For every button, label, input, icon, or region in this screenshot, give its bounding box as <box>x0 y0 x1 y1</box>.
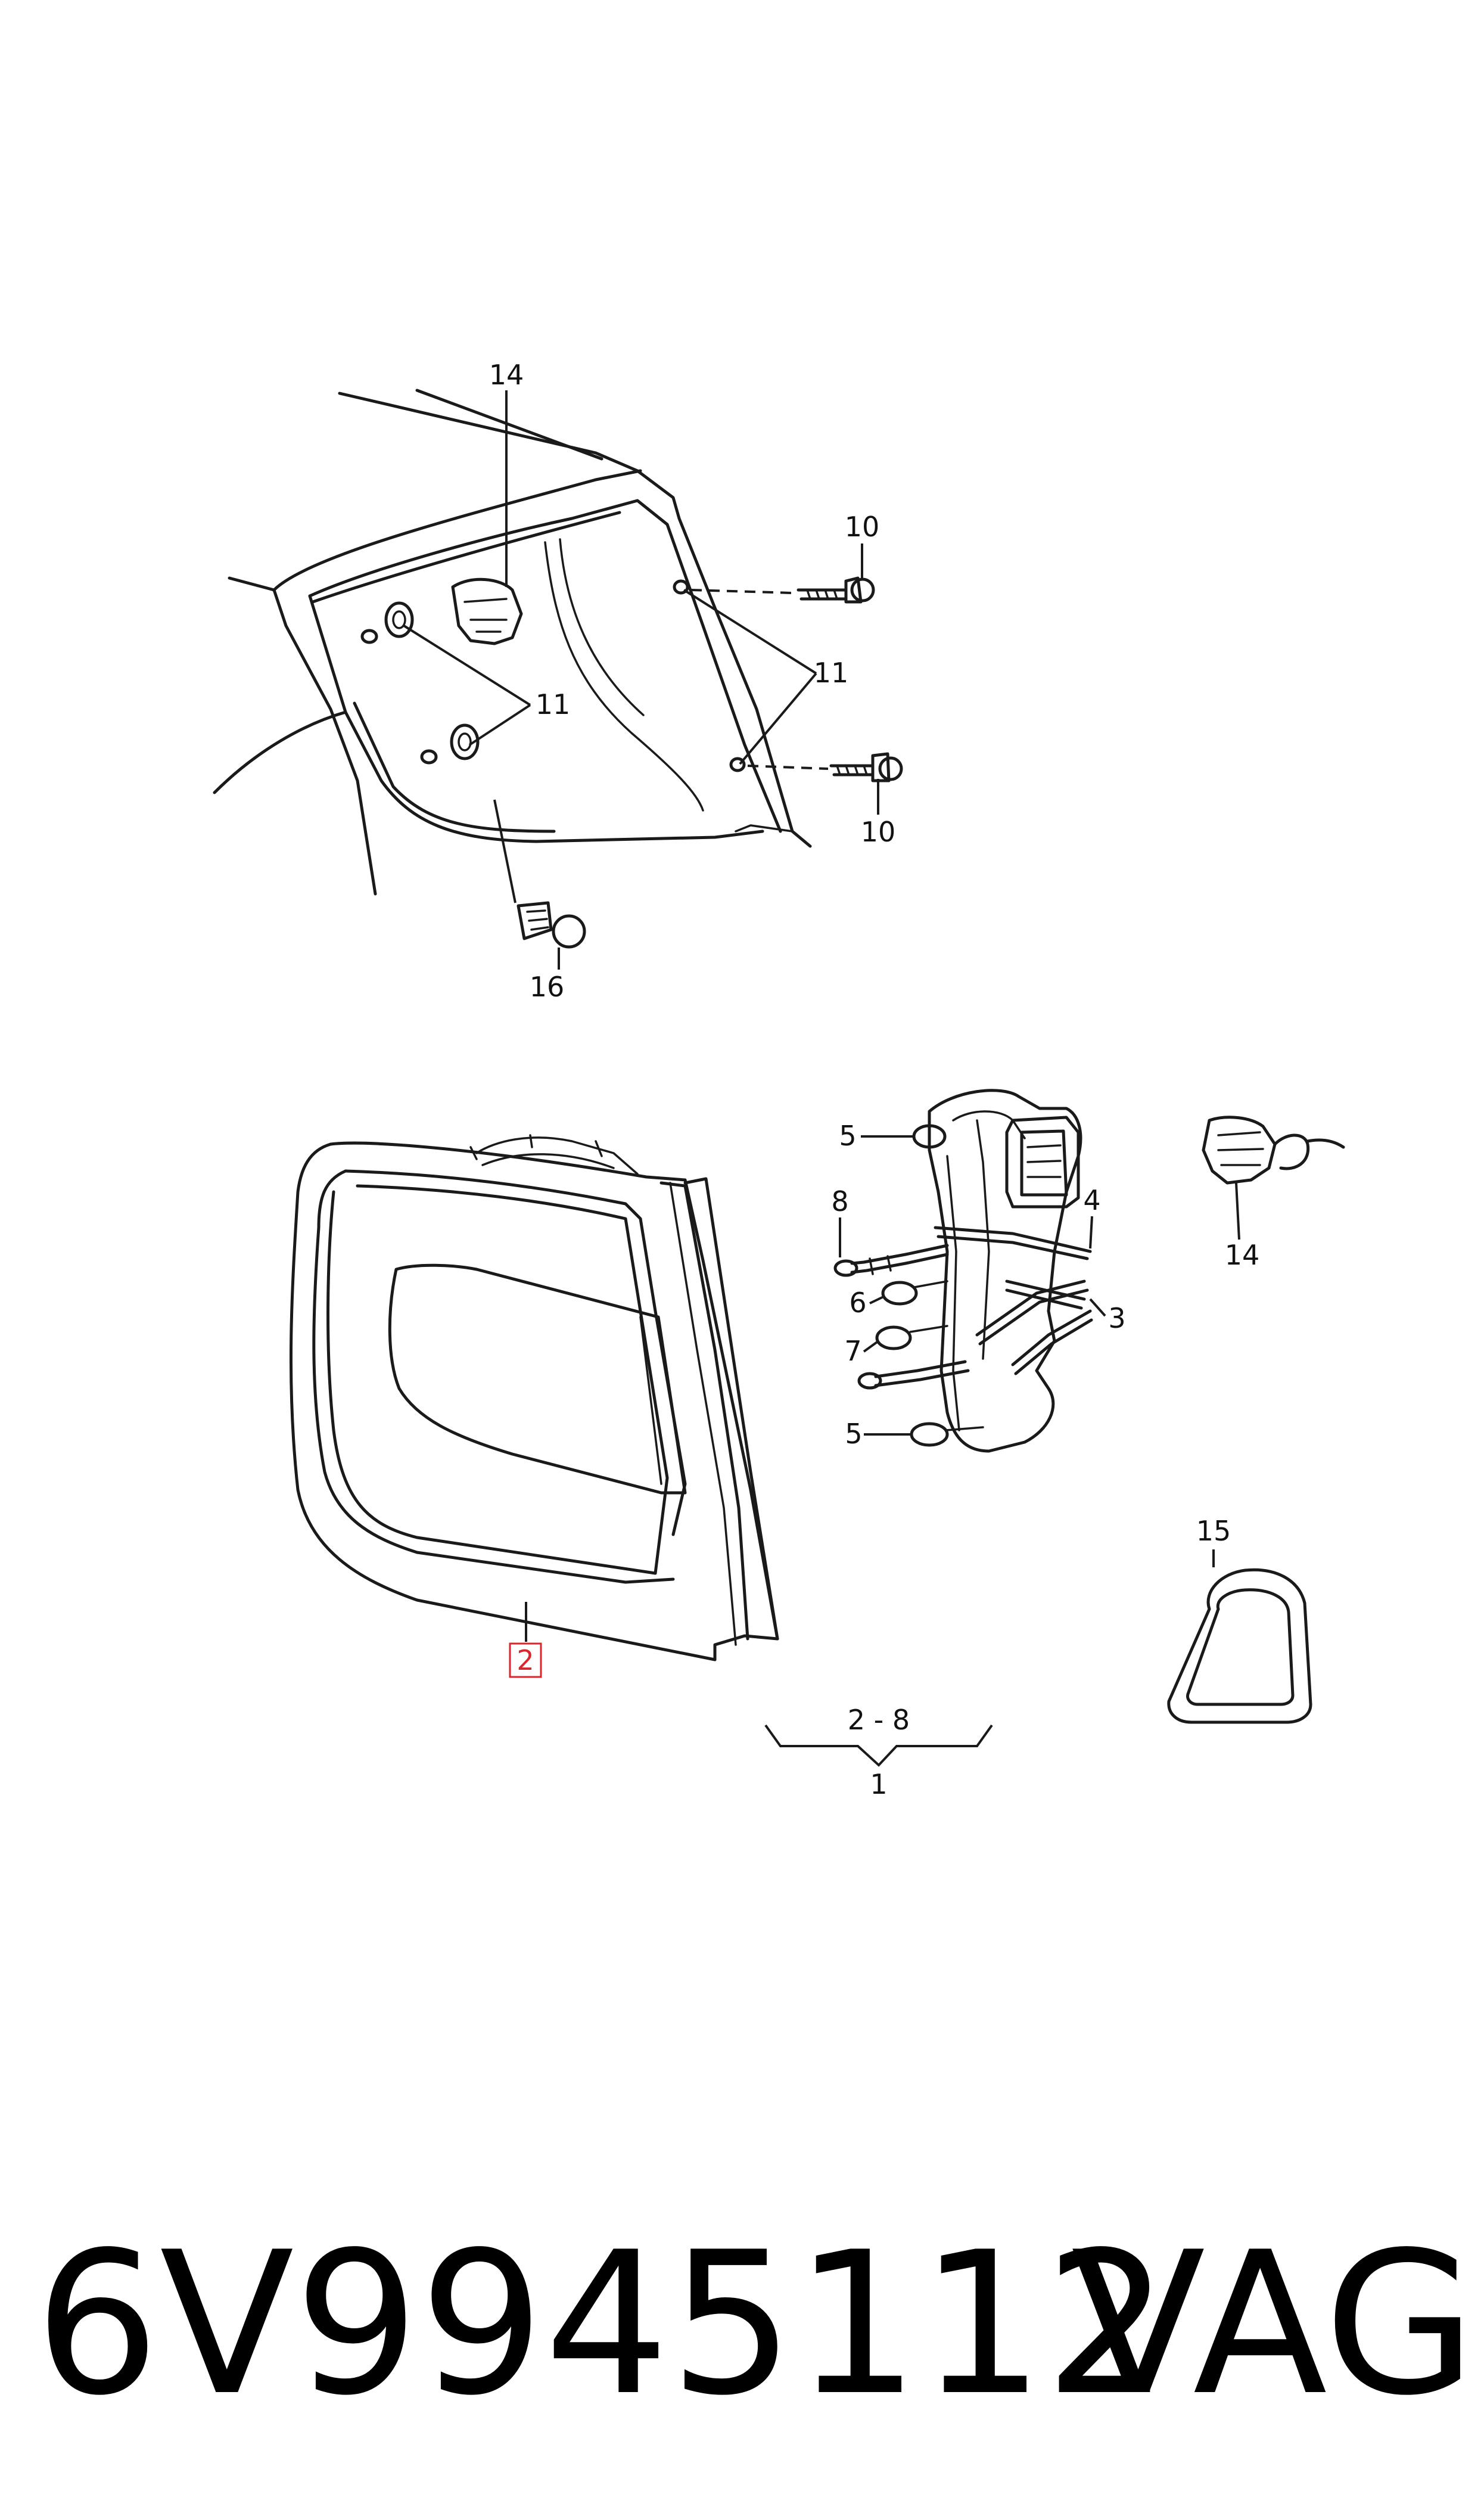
callout-10-top: 10 <box>845 511 880 543</box>
callout-8: 8 <box>831 1185 848 1217</box>
highlight-box <box>509 1642 542 1678</box>
callout-range-2-8: 2 - 8 <box>848 1704 910 1736</box>
callout-10-bottom: 10 <box>861 816 896 848</box>
callout-labels: 14 10 11 11 10 16 5 8 4 14 6 3 7 5 15 2 … <box>489 359 1260 1800</box>
callout-2: 2 <box>517 1644 534 1676</box>
callout-11-right: 11 <box>814 657 849 689</box>
brand-name: VAG <box>1071 2210 1476 2439</box>
tailgate-panel-drawing <box>213 389 903 949</box>
footer: 6V9945112 VAG <box>35 2199 1476 2449</box>
callout-2-highlighted[interactable]: 2 <box>509 1642 542 1678</box>
callout-14-right: 14 <box>1225 1239 1260 1271</box>
callout-14-top: 14 <box>489 359 524 391</box>
leader-lines <box>403 390 1240 1642</box>
callout-3: 3 <box>1108 1302 1125 1334</box>
part-number: 6V9945112 <box>35 2210 1170 2439</box>
callout-7: 7 <box>844 1335 861 1367</box>
callout-5-top: 5 <box>839 1120 856 1152</box>
bulb-carrier-drawing <box>764 1089 1345 1767</box>
callout-16: 16 <box>530 971 565 1003</box>
tail-light-housing-drawing <box>289 1134 779 1661</box>
callout-15: 15 <box>1196 1515 1231 1547</box>
callout-11-left: 11 <box>536 688 571 720</box>
callout-1: 1 <box>870 1768 887 1800</box>
parts-diagram: 14 10 11 11 10 16 5 8 4 14 6 3 7 5 15 2 … <box>213 359 1345 1800</box>
callout-6: 6 <box>849 1287 866 1319</box>
callout-5-bottom: 5 <box>845 1418 862 1450</box>
callout-4: 4 <box>1083 1184 1100 1216</box>
